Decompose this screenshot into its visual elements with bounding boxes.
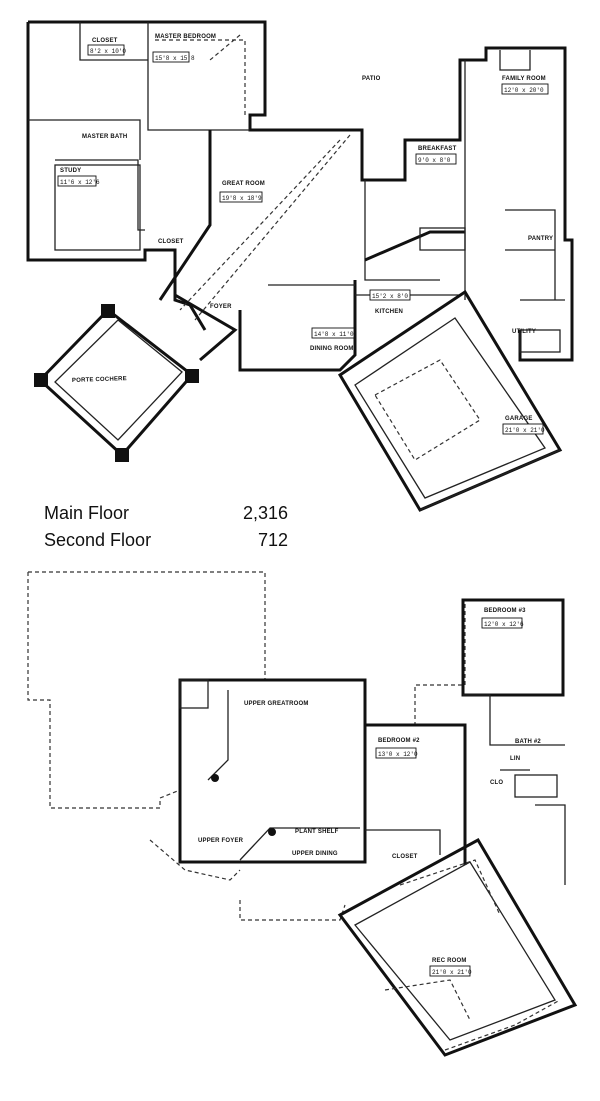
- dim-dining-room: 14'8 x 11'0: [314, 331, 354, 338]
- label-dining-room: DINING ROOM: [310, 346, 354, 352]
- label-bedroom-2: BEDROOM #2: [378, 738, 420, 744]
- label-breakfast: BREAKFAST: [418, 146, 457, 152]
- second-floor-plan: [27, 571, 578, 1057]
- label-closet: CLOSET: [92, 38, 118, 44]
- label-master-bedroom: MASTER BEDROOM: [155, 34, 216, 40]
- label-porte-cochere: PORTE COCHERE: [72, 376, 127, 384]
- label-kitchen: KITCHEN: [375, 309, 403, 315]
- dim-closet: 8'2 x 10'0: [90, 48, 126, 55]
- label-closet-upper: CLOSET: [392, 854, 418, 860]
- label-upper-foyer: UPPER FOYER: [198, 838, 244, 844]
- dim-kitchen: 15'2 x 8'0: [372, 293, 408, 300]
- label-plant-shelf: PLANT SHELF: [295, 829, 339, 835]
- label-upper-dining: UPPER DINING: [292, 851, 338, 857]
- dim-study: 11'6 x 12'6: [60, 179, 100, 186]
- label-study: STUDY: [60, 168, 81, 174]
- rec-room: [337, 837, 578, 1057]
- garage: [337, 289, 563, 512]
- label-rec-room: REC ROOM: [432, 958, 467, 964]
- label-utility: UTILITY: [512, 329, 536, 335]
- label-patio: PATIO: [362, 76, 381, 82]
- label-foyer: FOYER: [210, 304, 232, 310]
- second-floor-label: Second Floor: [44, 530, 152, 550]
- main-floor-label: Main Floor: [44, 503, 130, 523]
- label-closet-2: CLOSET: [158, 239, 184, 245]
- label-garage: GARAGE: [505, 416, 533, 422]
- label-great-room: GREAT ROOM: [222, 181, 265, 187]
- label-bedroom-3: BEDROOM #3: [484, 608, 526, 614]
- dim-great-room: 19'8 x 18'9: [222, 195, 262, 202]
- porte-cochere: [34, 304, 199, 462]
- dim-breakfast: 9'0 x 8'0: [418, 157, 451, 164]
- dim-family-room: 12'0 x 20'0: [504, 87, 544, 94]
- dim-master-bedroom: 15'8 x 15'8: [155, 55, 195, 62]
- dim-bedroom-3: 12'0 x 12'6: [484, 621, 524, 628]
- label-upper-greatroom: UPPER GREATROOM: [244, 701, 309, 707]
- label-bath-2: BATH #2: [515, 739, 541, 745]
- label-lin: LIN: [510, 756, 520, 762]
- dim-bedroom-2: 13'0 x 12'0: [378, 751, 418, 758]
- label-family-room: FAMILY ROOM: [502, 76, 546, 82]
- dim-rec-room: 21'0 x 21'0: [432, 969, 472, 976]
- main-floor-value: 2,316: [243, 503, 289, 523]
- label-pantry: PANTRY: [528, 236, 553, 242]
- dim-garage: 21'0 x 21'0: [505, 427, 545, 434]
- label-clo: CLO: [490, 780, 503, 786]
- second-floor-value: 712: [258, 530, 289, 550]
- label-master-bath: MASTER BATH: [82, 134, 127, 140]
- main-floor-plan: [26, 20, 574, 512]
